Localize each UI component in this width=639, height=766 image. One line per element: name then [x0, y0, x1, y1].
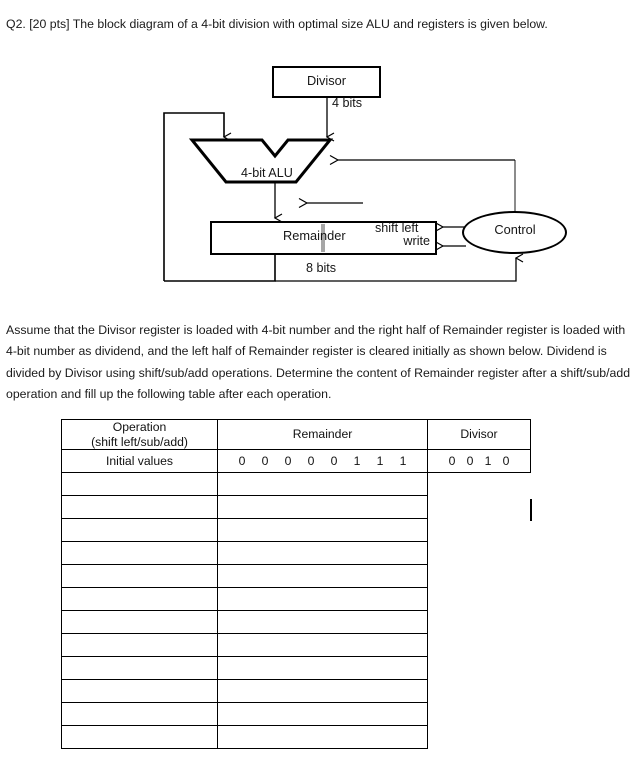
- cell-operation-empty[interactable]: [61, 541, 218, 565]
- divisor-register-box: [272, 66, 381, 98]
- cell-remainder-empty[interactable]: [217, 541, 428, 565]
- cell-divisor-empty: [428, 496, 531, 519]
- divisor-register-label: Divisor: [306, 73, 347, 88]
- cell-operation-empty[interactable]: [61, 564, 218, 588]
- cell-operation[interactable]: Initial values: [61, 449, 218, 473]
- bit-value: 0: [284, 454, 292, 468]
- cell-divisor-empty: [428, 519, 531, 542]
- table-row-empty: [61, 610, 531, 634]
- table-row-empty: [61, 541, 531, 565]
- remainder-bits: 0 0 0 0 0 1 1 1: [231, 454, 415, 468]
- remainder-to-alu-feedback-line: [163, 112, 232, 281]
- header-operation-line2: (shift left/sub/add): [91, 434, 188, 449]
- cell-divisor-empty: [428, 703, 531, 726]
- block-diagram: Divisor 4 bits 4-bit ALU Remainder shift…: [0, 55, 639, 300]
- table-row-empty: [61, 472, 531, 496]
- table-row-empty: [61, 564, 531, 588]
- shift-left-label: shift left: [375, 221, 419, 235]
- table-row-empty: [61, 633, 531, 657]
- cell-divisor-empty: [428, 565, 531, 588]
- cell-divisor-empty: [428, 726, 531, 749]
- bit-value: 1: [353, 454, 361, 468]
- cell-operation-empty[interactable]: [61, 633, 218, 657]
- cell-remainder-empty[interactable]: [217, 472, 428, 496]
- table-row-empty: [61, 495, 531, 519]
- cell-remainder-empty[interactable]: [217, 610, 428, 634]
- cell-operation-empty[interactable]: [61, 656, 218, 680]
- cell-remainder[interactable]: 0 0 0 0 0 1 1 1: [217, 449, 428, 473]
- cell-remainder-empty[interactable]: [217, 656, 428, 680]
- question-statement: Q2. [20 pts] The block diagram of a 4-bi…: [6, 17, 548, 31]
- table-row-empty: [61, 587, 531, 611]
- table-row-empty: [61, 518, 531, 542]
- cell-remainder-empty[interactable]: [217, 495, 428, 519]
- bit-value: 0: [238, 454, 246, 468]
- cell-remainder-empty[interactable]: [217, 587, 428, 611]
- bus-width-8bits-label: 8 bits: [306, 261, 337, 275]
- cell-remainder-empty[interactable]: [217, 518, 428, 542]
- cell-divisor-empty: [428, 473, 531, 496]
- table-row-empty: [61, 679, 531, 703]
- bit-value: 0: [502, 454, 510, 468]
- bit-value: 0: [448, 454, 456, 468]
- cell-operation-empty[interactable]: [61, 702, 218, 726]
- bit-value: 1: [376, 454, 384, 468]
- text-cursor-caret: [530, 499, 532, 521]
- table-header-row: Operation (shift left/sub/add) Remainder…: [61, 419, 531, 450]
- remainder-bottom-bus-left: [164, 255, 276, 282]
- write-label: write: [403, 234, 430, 248]
- cell-remainder-empty[interactable]: [217, 633, 428, 657]
- cell-remainder-empty[interactable]: [217, 564, 428, 588]
- table-row-empty: [61, 656, 531, 680]
- cell-operation-empty[interactable]: [61, 725, 218, 749]
- cell-operation-empty[interactable]: [61, 587, 218, 611]
- cell-divisor-empty: [428, 634, 531, 657]
- cell-remainder-empty[interactable]: [217, 702, 428, 726]
- diagram-connectors: [163, 98, 524, 282]
- cell-divisor-empty: [428, 680, 531, 703]
- header-remainder: Remainder: [217, 419, 428, 450]
- table-row-empty: [61, 702, 531, 726]
- table-row-empty: [61, 725, 531, 749]
- cell-remainder-empty[interactable]: [217, 725, 428, 749]
- cell-divisor-empty: [428, 611, 531, 634]
- bit-value: 0: [261, 454, 269, 468]
- cell-operation-empty[interactable]: [61, 472, 218, 496]
- cell-divisor-empty: [428, 657, 531, 680]
- remainder-register-label: Remainder: [283, 228, 346, 243]
- control-unit-ellipse: [462, 211, 567, 254]
- answer-table-body: Operation (shift left/sub/add) Remainder…: [61, 419, 531, 749]
- cell-divisor-empty: [428, 542, 531, 565]
- bit-value: 0: [307, 454, 315, 468]
- cell-operation-empty[interactable]: [61, 518, 218, 542]
- header-operation-line1: Operation: [112, 420, 167, 434]
- bit-value: 1: [399, 454, 407, 468]
- answer-table: Operation (shift left/sub/add) Remainder…: [61, 419, 531, 749]
- assumption-paragraph: Assume that the Divisor register is load…: [6, 323, 631, 402]
- cell-divisor-empty: [428, 588, 531, 611]
- cell-operation-empty[interactable]: [61, 610, 218, 634]
- bus-width-4bits-label: 4 bits: [332, 96, 363, 110]
- alu-label: 4-bit ALU: [241, 166, 293, 180]
- header-operation: Operation (shift left/sub/add): [61, 419, 218, 450]
- bit-value: 1: [484, 454, 492, 468]
- alu-shape: [188, 138, 334, 184]
- header-divisor: Divisor: [427, 419, 531, 450]
- bit-value: 0: [466, 454, 474, 468]
- remainder-half-divider: [321, 224, 325, 252]
- cell-operation-empty[interactable]: [61, 495, 218, 519]
- remainder-to-control-line: [275, 253, 524, 282]
- cell-remainder-empty[interactable]: [217, 679, 428, 703]
- cell-operation-empty[interactable]: [61, 679, 218, 703]
- control-unit-label: Control: [494, 222, 536, 237]
- bit-value: 0: [330, 454, 338, 468]
